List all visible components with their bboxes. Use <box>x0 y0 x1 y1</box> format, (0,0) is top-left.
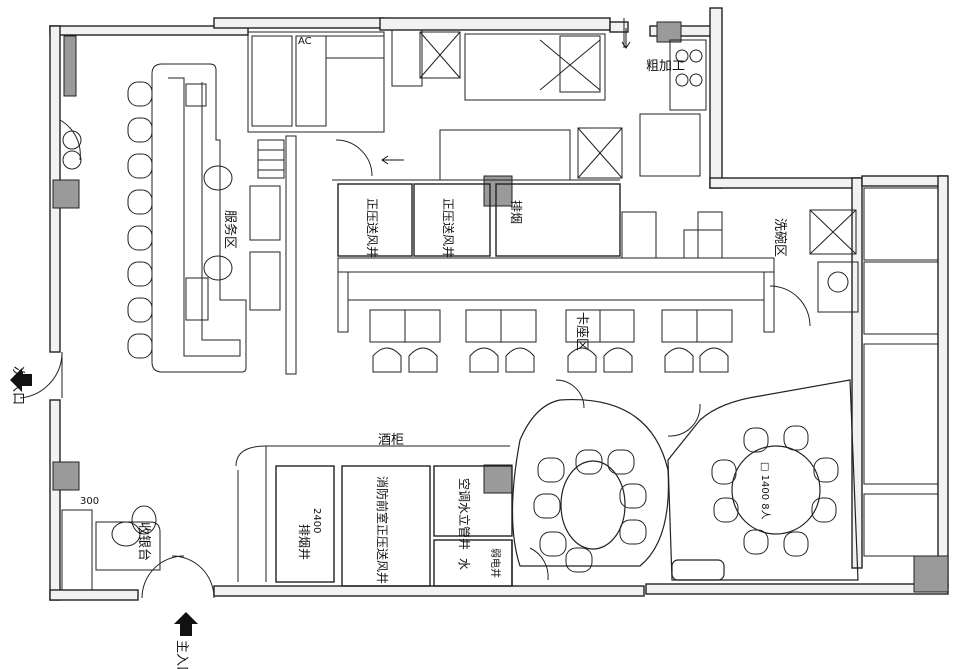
right-cells <box>863 187 939 557</box>
label-dishwashing: 洗碗区 <box>772 218 788 257</box>
label-water: 水 <box>457 558 471 570</box>
oval-table-chairs <box>533 449 647 573</box>
round-table-chairs <box>711 425 839 557</box>
label-fire-front-shaft: 消防前室正压送风井 <box>375 476 390 584</box>
label-exhaust-shaft-1: 正压送风井 <box>365 198 380 258</box>
cashier-area <box>61 445 510 591</box>
bar-stools <box>127 81 153 359</box>
label-electric-well: 弱电井 <box>489 548 502 578</box>
flow-arrows <box>381 28 631 165</box>
private-room-round <box>667 379 859 581</box>
label-shaft-width: 2400 <box>311 508 322 533</box>
doors <box>19 18 811 599</box>
label-300: 300 <box>80 496 99 507</box>
label-booth: 卡座区 <box>574 312 589 351</box>
dishwashing-area <box>621 209 859 313</box>
main-entrance-arrow-icon <box>174 612 198 636</box>
label-main-entrance: 主入口 <box>174 640 189 669</box>
staff-figures <box>111 165 233 547</box>
label-round-table: □ 1400 8人 <box>759 462 771 520</box>
outer-walls <box>49 7 949 601</box>
shafts <box>275 183 621 587</box>
private-room-oval <box>511 398 670 567</box>
label-cashier: 收银台 <box>136 522 151 561</box>
label-ac: AC <box>298 36 312 47</box>
service-bar <box>151 63 247 373</box>
label-ac-water-pipe-shaft: 空调水立管井 <box>457 478 472 550</box>
label-smoke-shaft: 排烟 <box>509 200 523 224</box>
label-exhaust-shaft-2: 正压送风井 <box>441 198 456 258</box>
label-side-entrance: 次入口 <box>10 366 26 405</box>
label-liquor-cabinet: 酒柜 <box>378 433 404 448</box>
booth-area <box>337 257 775 343</box>
booth-chairs <box>372 347 729 373</box>
label-service: 服务区 <box>222 210 238 249</box>
kitchen-area <box>247 29 707 375</box>
label-drain-shaft: 排烟井 <box>297 524 311 560</box>
label-rough-prep: 粗加工 <box>646 59 685 74</box>
entrance-arrows <box>10 368 198 636</box>
side-entrance-arrow-icon <box>10 368 32 392</box>
columns <box>52 21 949 593</box>
